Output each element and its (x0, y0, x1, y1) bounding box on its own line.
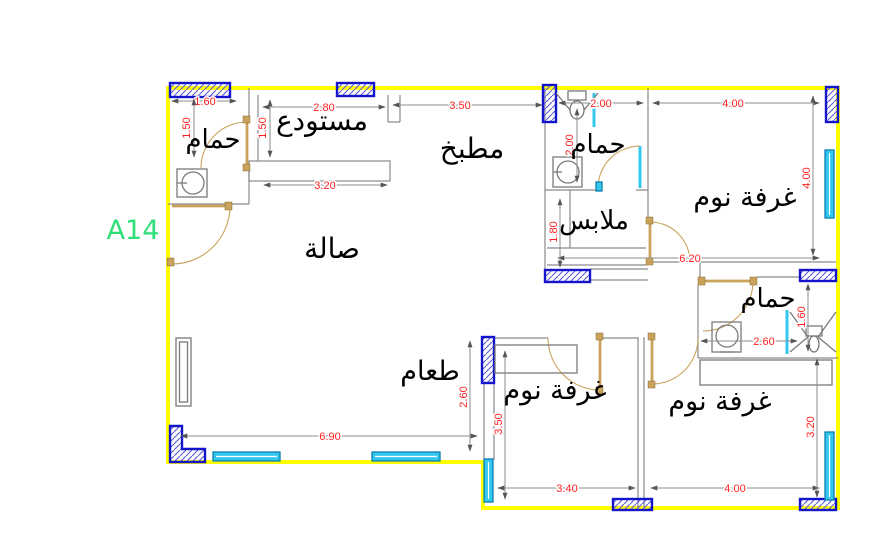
bedroom-divider-wall (637, 337, 645, 508)
wardrobe-bedroom-br (699, 359, 833, 386)
column-bottom-right (798, 497, 838, 512)
label-bath-top-left: حمام (185, 125, 240, 155)
dim-bath-tl-depth: 1.50 (181, 117, 193, 138)
dim-bath-br-depth: 1.60 (796, 306, 808, 327)
label-closet: ملابس (559, 206, 629, 236)
bedroom-bl-door (547, 332, 604, 395)
windows (212, 93, 835, 503)
dim-storage-depth: 1.50 (257, 117, 269, 138)
fireplace-hall (175, 337, 192, 407)
dim-bath-tm-width: 2.00 (590, 98, 611, 110)
storage-walls (257, 95, 401, 161)
doors (166, 115, 758, 395)
label-bath-top-mid: حمام (570, 130, 625, 160)
column-right-mid (798, 268, 838, 283)
bedroom-tr-door (645, 216, 691, 266)
dim-bath-tm-depth: 2.00 (564, 134, 576, 155)
label-bath-bottom-right: حمام (740, 284, 795, 314)
dim-dining-depth: 2.60 (458, 386, 470, 407)
fixtures (175, 90, 837, 407)
column-bedroom-bl (480, 335, 496, 385)
dim-bedroom-br-width: 4.00 (724, 483, 745, 495)
label-bedroom-bottom-right: غرفة نوم (668, 386, 771, 417)
structural-columns (168, 81, 840, 512)
washbasin-bath-tm (552, 156, 583, 188)
dim-kitchen-width: 3.50 (449, 100, 470, 112)
label-hall: صالة (304, 232, 360, 265)
column-kitchen (541, 83, 558, 124)
column-bottom-mid (611, 497, 654, 512)
bedroom-bl-west-wall (483, 383, 495, 460)
kitchen-counter (248, 160, 391, 182)
dim-bedroom-br-depth: 3.20 (805, 416, 817, 437)
column-top-mid (335, 81, 376, 98)
label-dining: طعام (400, 356, 459, 387)
column-top-right (824, 85, 840, 124)
plan-code-label: A14 (107, 215, 160, 246)
dim-counter-length: 3.20 (314, 180, 335, 192)
dim-bedroom-tr-depth: 4.00 (801, 167, 813, 188)
dim-suite-width: 6.20 (679, 253, 700, 265)
entry-door (166, 201, 233, 267)
dim-closet-depth: 1.80 (548, 221, 560, 242)
dim-storage-width: 2.80 (313, 102, 334, 114)
dim-bedroom-bl-depth: 3.50 (493, 413, 505, 434)
label-bedroom-bottom-left: غرفة نوم (503, 375, 606, 406)
dim-hall-width: 6.90 (319, 431, 340, 443)
dim-bath-tl-width: 1.60 (194, 96, 215, 108)
bath-top-left-door (200, 115, 251, 172)
column-top-left (168, 81, 232, 99)
dimensions: 1.60 1.50 2.80 1.50 3.20 3.50 2.00 2.00 … (171, 95, 820, 500)
bath-top-mid-door (595, 145, 642, 192)
wardrobe-bedroom-bl (494, 344, 578, 374)
column-bottom-left-L (168, 424, 207, 464)
washbasin-bath-br (711, 321, 742, 353)
dim-bedroom-bl-width: 3.40 (556, 483, 577, 495)
room-labels: حمام مستودع مطبخ حمام غرفة نوم ملابس صال… (185, 104, 796, 417)
dim-bath-br-width: 2.60 (753, 336, 774, 348)
bedroom-br-door (647, 332, 699, 389)
label-bedroom-top-right: غرفة نوم (693, 182, 796, 213)
column-mid (543, 268, 592, 284)
label-storage: مستودع (276, 104, 368, 137)
dim-bedroom-tr-width: 4.00 (722, 98, 743, 110)
hallway-north-wall (590, 262, 800, 285)
closet-shelves (547, 190, 646, 266)
label-kitchen: مطبخ (440, 132, 505, 165)
bath-br-walls (697, 285, 838, 359)
washbasin-bath-tl (176, 168, 208, 198)
